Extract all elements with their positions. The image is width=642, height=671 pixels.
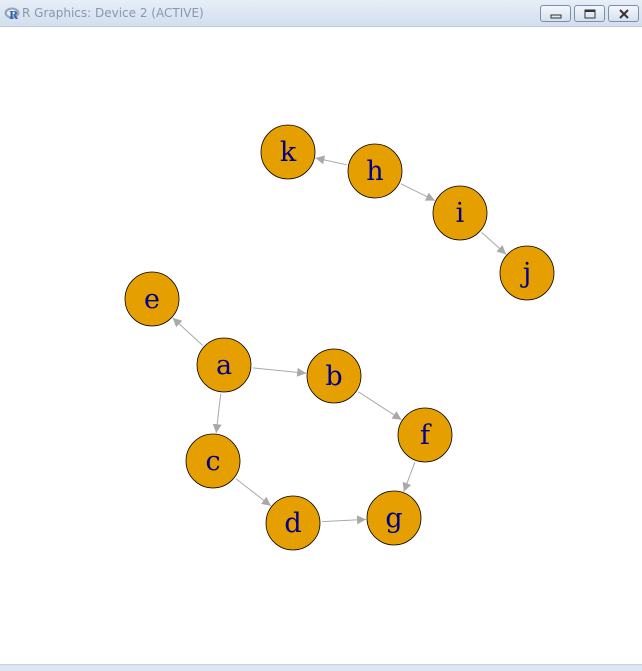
vertex-h: h [347,143,403,199]
vertex-label: b [325,361,342,392]
vertex-e: e [124,271,180,327]
vertex-circle [185,433,241,489]
edge-i-j [481,231,507,255]
vertex-g: g [366,490,422,546]
vertex-circle [265,495,321,551]
vertex-label: c [205,446,220,477]
vertex-b: b [306,348,362,404]
edge-h-k [315,155,347,166]
vertex-k: k [260,124,316,180]
edge-f-g [402,461,416,492]
vertex-label: e [144,284,160,315]
vertex-j: j [499,245,555,301]
maximize-button[interactable] [574,5,605,22]
network-graph: k h i j e a b f c d g [124,124,555,551]
edge-a-e [172,317,203,346]
edge-h-i [400,183,436,202]
minimize-button[interactable] [540,5,571,22]
title-bar[interactable]: R R Graphics: Device 2 (ACTIVE) [0,0,642,27]
vertex-label: h [366,156,383,187]
edge-d-g [321,515,367,525]
vertex-circle [306,348,362,404]
vertex-circle [366,490,422,546]
vertex-label: f [420,420,432,451]
vertex-f: f [397,407,453,463]
plot-canvas: k h i j e a b f c d g [0,27,642,664]
window-title: R Graphics: Device 2 (ACTIVE) [22,6,204,20]
edge-c-d [235,478,272,507]
edge-a-c [212,393,222,434]
vertex-label: i [456,198,465,229]
vertex-label: d [284,508,301,539]
vertex-circle [347,143,403,199]
vertex-label: k [280,137,297,168]
svg-text:R: R [9,9,19,21]
vertex-i: i [432,185,488,241]
minimize-icon [550,14,562,19]
vertex-circle [196,337,252,393]
r-logo-icon: R [4,6,20,22]
vertex-circle [499,245,555,301]
vertex-label: a [216,350,232,381]
edge-b-f [358,391,402,421]
vertex-label: j [520,258,531,289]
vertex-c: c [185,433,241,489]
close-icon [619,9,629,19]
vertex-circle [397,407,453,463]
window-bottom-border [0,664,642,671]
vertex-a: a [196,337,252,393]
vertex-label: g [385,503,402,534]
vertex-circle [260,124,316,180]
maximize-icon [584,9,596,19]
close-button[interactable] [608,5,639,22]
vertex-circle [432,185,488,241]
vertex-d: d [265,495,321,551]
vertex-circle [124,271,180,327]
edge-a-b [252,367,307,377]
